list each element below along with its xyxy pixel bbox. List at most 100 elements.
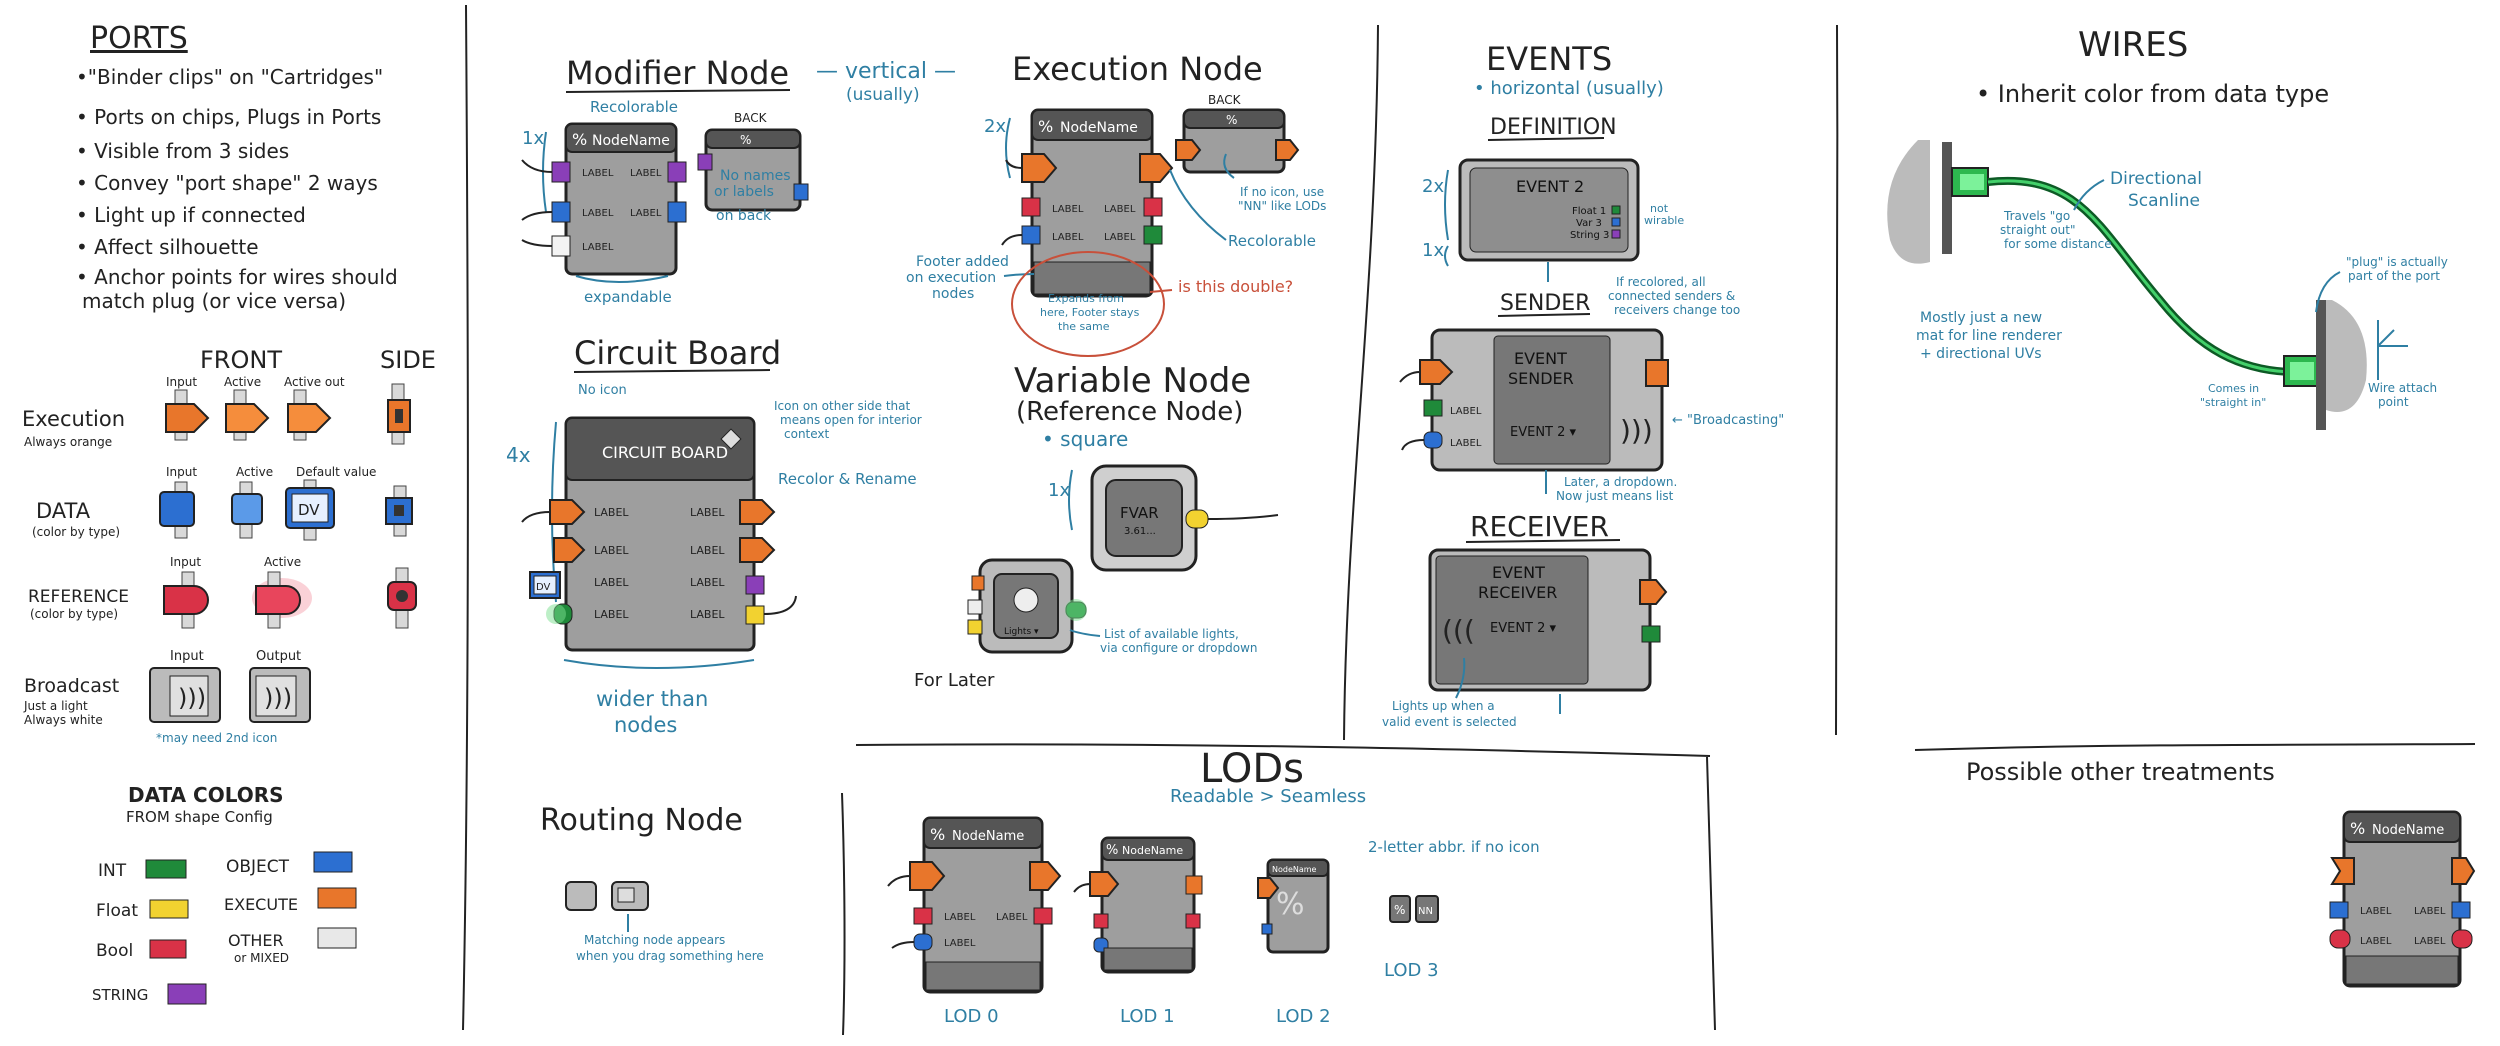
receiver-label: RECEIVER <box>1470 510 1609 543</box>
front-label: FRONT <box>200 346 282 374</box>
no-icon-note: No icon <box>578 383 627 398</box>
event-receiver-node[interactable]: EVENT RECEIVER EVENT 2 ▾ ((( <box>1428 548 1668 692</box>
routing-node[interactable] <box>565 881 597 911</box>
color-swatch-bool <box>149 939 187 959</box>
for-later-note: For Later <box>914 670 995 691</box>
execution-node-section: Execution Node BACK 2x % NodeName LABEL … <box>906 50 1326 357</box>
lods-section: LODs Readable > Seamless 2-letter abbr. … <box>887 746 1540 1027</box>
color-label-other: OTHER <box>228 931 284 950</box>
port-exec-left <box>1021 153 1058 183</box>
lod3-node[interactable]: % NN <box>1389 895 1439 923</box>
mostly-note: mat for line renderer <box>1916 328 2062 344</box>
alt-treatment-node[interactable]: % NodeName LABEL LABEL LABEL LABEL <box>2329 810 2476 988</box>
not-wireable-note: not <box>1650 202 1669 215</box>
circuit-board-node[interactable]: CIRCUIT BOARD DV LABEL LABEL LABEL LABEL… <box>521 416 797 652</box>
lights-dropdown[interactable]: Lights ▾ <box>1004 627 1039 637</box>
question-note: is this double? <box>1178 277 1293 296</box>
row-name: DATA <box>36 499 91 523</box>
no-names-note: or labels <box>714 184 774 200</box>
list-note: List of available lights, <box>1104 627 1239 641</box>
lod1-node[interactable]: % NodeName <box>1073 836 1203 974</box>
event-sender-node[interactable]: EVENT SENDER EVENT 2 ▾ ))) LABEL LABEL <box>1399 328 1669 472</box>
port-label: LABEL <box>1052 204 1084 215</box>
svg-text:%: % <box>1226 113 1237 127</box>
port-label: LABEL <box>690 544 725 557</box>
event-dropdown[interactable]: EVENT 2 ▾ <box>1490 621 1557 636</box>
lod2-node[interactable]: NodeName % <box>1257 858 1330 954</box>
port-label: LABEL <box>690 506 725 519</box>
port-exec-left <box>1419 359 1454 385</box>
no-icon-note: "NN" like LODs <box>1238 199 1326 213</box>
multiplier: 1x <box>522 128 544 149</box>
node-name: NodeName <box>1060 120 1138 136</box>
multiplier: 2x <box>1422 176 1444 197</box>
data-colors-sub: FROM shape Config <box>126 808 273 826</box>
port-yellow-right <box>1185 509 1209 529</box>
port-label: LABEL <box>690 608 725 621</box>
two-letter-note: 2-letter abbr. if no icon <box>1368 838 1540 856</box>
port-label: LABEL <box>1450 438 1482 449</box>
node-name: NodeName <box>1122 844 1183 857</box>
routing-note: Matching node appears <box>584 933 725 947</box>
vertical-note: — vertical — <box>816 59 956 84</box>
exec-port-input <box>165 403 210 433</box>
execution-node[interactable]: % NodeName LABEL LABEL LABEL LABEL <box>1001 108 1174 298</box>
lights-up-note: valid event is selected <box>1382 715 1517 729</box>
ports-bullet: • Visible from 3 sides <box>76 139 289 163</box>
variable-node-section: Variable Node (Reference Node) • square … <box>914 361 1279 691</box>
port-purple-right <box>745 575 765 595</box>
plug-note: part of the port <box>2348 269 2440 283</box>
travels-note: for some distance <box>2004 237 2112 251</box>
svg-text:%: % <box>1106 843 1118 858</box>
port-green-right <box>1641 625 1661 643</box>
data-colors-title: DATA COLORS <box>128 783 284 807</box>
svg-text:%: % <box>930 825 945 844</box>
directional-note: Scanline <box>2128 191 2200 211</box>
recolored-note: If recolored, all <box>1616 275 1706 289</box>
color-label-int: INT <box>98 861 127 881</box>
circuit-board-section: Circuit Board No icon Icon on other side… <box>506 334 922 737</box>
variable-node[interactable]: FVAR 3.61... <box>1090 464 1279 572</box>
port-white-left <box>551 235 571 257</box>
port-exec-right <box>739 537 776 563</box>
modifier-node[interactable]: % NodeName LABEL LABEL LABEL LABEL LABEL <box>521 122 687 276</box>
port-tag: Input <box>166 465 197 479</box>
modifier-node-back: % No names or labels <box>697 128 809 212</box>
svg-text:))): ))) <box>1620 414 1653 447</box>
node-name: NodeName <box>2372 823 2444 838</box>
port-green-right <box>1143 225 1163 245</box>
mostly-note: + directional UVs <box>1920 346 2042 362</box>
port-label: LABEL <box>582 208 614 219</box>
not-wireable-note: wirable <box>1644 214 1684 227</box>
routing-note: when you drag something here <box>576 949 764 963</box>
variable-title: Variable Node <box>1014 361 1251 401</box>
event-field: String 3 <box>1570 230 1609 241</box>
ports-bullet: • Affect silhouette <box>76 235 259 259</box>
ports-bullets: •"Binder clips" on "Cartridges" • Ports … <box>76 65 398 313</box>
event-field: Var 3 <box>1576 218 1602 229</box>
ports-bullet: •"Binder clips" on "Cartridges" <box>76 65 383 89</box>
port-exec-left <box>553 537 586 563</box>
directional-note: Directional <box>2110 169 2202 189</box>
horizontal-note: • horizontal (usually) <box>1474 78 1664 99</box>
comes-in-note: "straight in" <box>2200 396 2266 409</box>
row-sub: (color by type) <box>30 607 118 621</box>
open-icon[interactable] <box>720 428 742 450</box>
routing-node-section: Routing Node Matching node appears when … <box>540 803 764 963</box>
recolored-note: receivers change too <box>1614 303 1740 317</box>
row-sub: Always white <box>24 713 103 727</box>
svg-text:%: % <box>2350 819 2365 838</box>
port-label: LABEL <box>594 608 629 621</box>
icon-note: Icon on other side that <box>774 399 911 413</box>
node-name: NodeName <box>1272 865 1317 874</box>
data-port-row: DATA (color by type) Input Active Defaul… <box>32 465 413 541</box>
event-dropdown[interactable]: EVENT 2 ▾ <box>1510 425 1577 440</box>
event-definition-node[interactable]: EVENT 2 Float 1 Var 3 String 3 <box>1458 158 1640 262</box>
definition-label: DEFINITION <box>1490 115 1617 140</box>
lod0-node[interactable]: % NodeName LABEL LABEL LABEL <box>887 816 1062 994</box>
broadcasting-note: ← "Broadcasting" <box>1672 413 1784 428</box>
light-variable-node[interactable]: Lights ▾ <box>967 558 1087 654</box>
back-label: BACK <box>734 111 768 125</box>
footer-note: on execution <box>906 270 996 286</box>
event-receiver-title: RECEIVER <box>1478 583 1557 602</box>
